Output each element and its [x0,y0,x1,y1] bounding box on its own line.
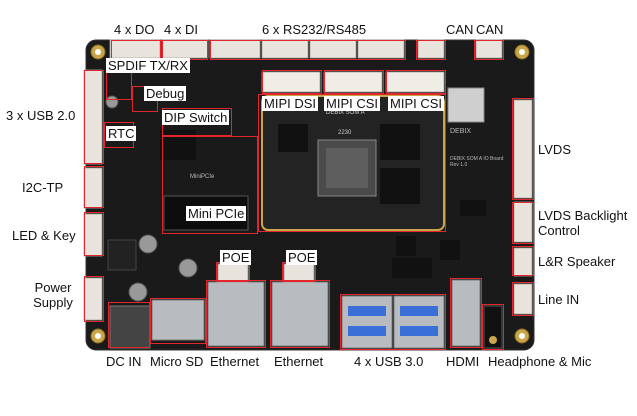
label-poe2: POE [286,250,318,265]
usb3-port [393,295,445,349]
label-mipi-dsi: MIPI DSI [262,96,319,111]
di-connector-box [162,40,208,60]
label-poe1: POE [220,250,252,265]
som-silk: DEBIX SOM A [326,110,365,116]
label-usb3: 4 x USB 3.0 [354,354,424,369]
line-in-box [512,282,534,316]
label-dc-in: DC IN [106,354,142,369]
lvds-bl-box [512,202,534,244]
mini-pcie-silk: MiniPCIe [190,174,215,180]
mipi-csi1-box [324,70,384,94]
lvds-box [512,98,534,200]
label-lvds: LVDS [538,142,571,157]
headphone-box [482,304,504,350]
ethernet-jack [207,281,265,347]
svg-text:2230: 2230 [338,130,352,136]
label-usb2: 3 x USB 2.0 [6,108,76,123]
label-spdif: SPDIF TX/RX [106,58,190,73]
board-logo: DEBIX [450,128,472,135]
board-rev-silk: Rev 1.0 [450,162,468,168]
label-line-in: Line IN [538,292,580,307]
top-connectors [109,39,503,59]
label-dip: DIP Switch [162,110,230,125]
label-do: 4 x DO [114,22,155,37]
capacitor [178,258,198,278]
mini-pcie-box [162,136,258,234]
spdif-box [106,72,132,100]
label-lr-speaker: L&R Speaker [538,254,616,269]
poe2-box [282,262,316,282]
label-lvds-bl: LVDS Backlight Control [538,208,628,238]
label-ethernet2: Ethernet [274,354,324,369]
label-mini-pcie: Mini PCIe [186,206,247,221]
board-name-silk: DEBIX SOM A IO Board [450,156,504,162]
label-ethernet1: Ethernet [210,354,260,369]
label-micro-sd: Micro SD [150,354,204,369]
label-debug: Debug [144,86,187,101]
led-key-box [84,212,104,256]
wifi-module [447,87,485,123]
label-can1: CAN [446,22,474,37]
label-led-key: LED & Key [12,228,76,243]
left-connectors [83,69,103,321]
label-rs232: 6 x RS232/RS485 [262,22,367,37]
micro-sd-slot [151,299,205,341]
hdmi-port [451,279,481,347]
label-mipi-csi1: MIPI CSI [324,96,381,111]
label-can2: CAN [476,22,504,37]
mipi-csi2-box [386,70,446,94]
do-connector-box [111,40,161,60]
micro-sd-box [150,298,206,344]
label-headphone: Headphone & Mic [488,354,592,369]
label-hdmi: HDMI [446,354,480,369]
label-power-supply: Power Supply [33,280,73,310]
poe1-box [216,262,250,282]
capacitor [128,282,148,302]
usb2-box [84,70,104,164]
usb3-box [340,294,446,350]
rs232-connector-box [210,40,406,60]
ethernet-jack [271,281,329,347]
dc-in-box [108,302,150,348]
ethernet1-box [206,280,266,348]
capacitor [138,234,158,254]
ethernet2-box [270,280,330,348]
label-i2c: I2C-TP [22,180,64,195]
lr-speaker-box [512,246,534,276]
label-mipi-csi2: MIPI CSI [388,96,445,111]
label-di: 4 x DI [164,22,198,37]
label-rtc: RTC [106,126,137,141]
right-connectors [513,99,533,315]
som-box [258,94,446,232]
mipi-dsi-box [262,70,322,94]
can2-connector-box [474,40,504,60]
hdmi-box [450,278,482,348]
usb3-port [341,295,393,349]
power-supply-box [84,276,104,322]
i2c-box [84,166,104,208]
can1-connector-box [416,40,446,60]
headphone-jack [483,305,503,349]
dc-jack [109,305,151,349]
